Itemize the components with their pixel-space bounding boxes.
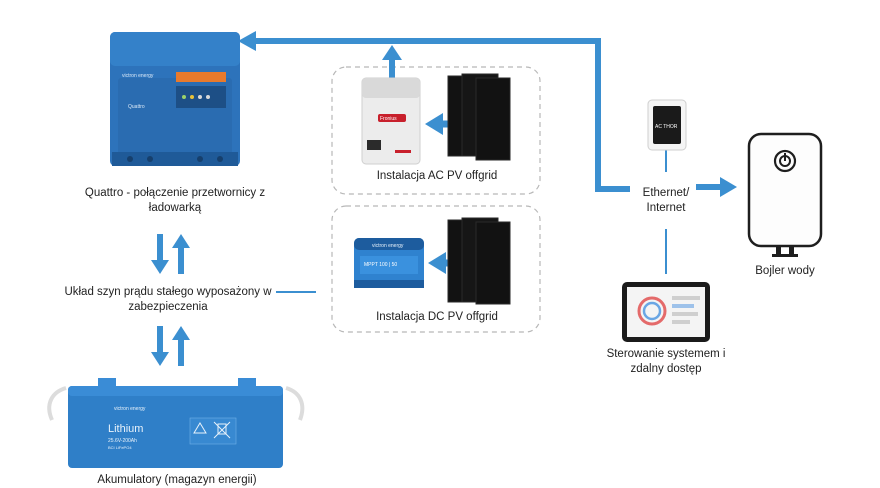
ethernet-label: Ethernet/ Internet: [642, 187, 690, 214]
ac-pv-label: Instalacja AC PV offgrid: [376, 170, 498, 182]
battery-chem-text: BCI LiFePO4: [108, 445, 132, 450]
boiler-label: Bojler wody: [755, 265, 815, 277]
thermostat-label-text: AC THOR: [655, 124, 678, 130]
ac-solar-panels: [447, 73, 511, 161]
inverter-brand-text: Fronius: [380, 116, 397, 122]
ac-pv-group-box: [331, 66, 541, 195]
ac-inverter-device: [361, 77, 421, 165]
data-link-arrowhead: [238, 31, 256, 51]
dc-solar-panels: [447, 217, 511, 305]
busbar-label: Układ szyn prądu stałego wyposażony w za…: [64, 286, 272, 313]
power-button-icon: [773, 149, 797, 173]
quattro-model-text: Quattro: [128, 104, 145, 110]
quattro-device: [110, 32, 240, 166]
mppt-device: [354, 238, 424, 288]
battery-spec-text: 25.6V-200Ah: [108, 438, 137, 444]
boiler-device: [747, 132, 823, 257]
quattro-label: Quattro - połączenie przetwornicy z łado…: [84, 187, 266, 214]
dc-panels-arrowhead: [428, 252, 446, 274]
data-link-path: [255, 38, 630, 192]
mppt-brand-text: victron energy: [372, 243, 404, 249]
dc-pv-group-box: [331, 205, 541, 333]
battery-brand-text: victron energy: [114, 406, 146, 412]
quattro-busbar-arrows: [151, 234, 190, 274]
battery-type-text: Lithium: [108, 423, 143, 435]
dc-pv-label: Instalacja DC PV offgrid: [376, 311, 498, 323]
tablet-device: [622, 282, 710, 342]
busbar-battery-arrows: [151, 326, 190, 366]
control-label: Sterowanie systemem i zdalny dostęp: [606, 348, 726, 375]
thermostat-device: [647, 99, 687, 151]
quattro-brand-text: victron energy: [122, 73, 154, 79]
ac-inverter-up-arrowhead: [382, 45, 402, 60]
recycle-icon: [193, 422, 207, 434]
mppt-model-text: MPPT 100 | 50: [364, 262, 397, 268]
bin-crossed-icon: [213, 421, 231, 439]
battery-device: [47, 378, 305, 468]
batteries-label: Akumulatory (magazyn energii): [97, 474, 257, 486]
ac-panels-arrowhead: [425, 113, 443, 135]
ethernet-to-boiler-arrowhead: [720, 177, 737, 197]
